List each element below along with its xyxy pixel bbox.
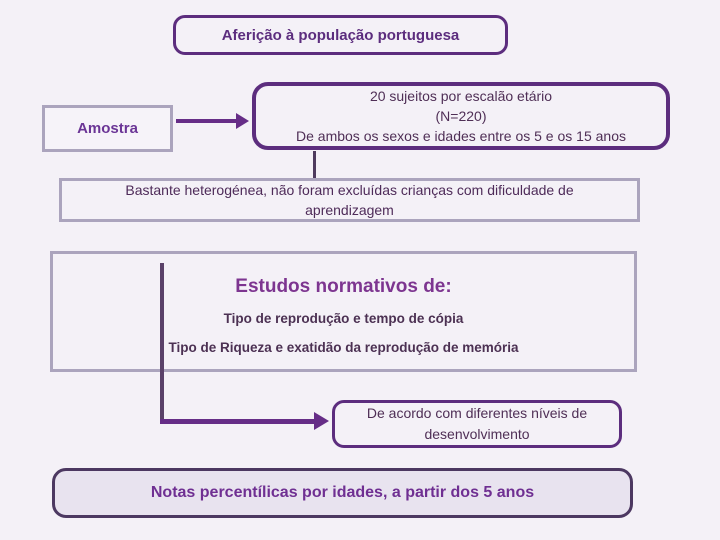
normative-item-2: Tipo de Riqueza e exatidão da reprodução… (168, 340, 519, 355)
heterogeneous-text: Bastante heterogénea, não foram excluída… (125, 182, 574, 218)
sample-description-box: 20 sujeitos por escalão etário (N=220) D… (252, 82, 670, 150)
normative-item-1: Tipo de reprodução e tempo de cópia (223, 311, 464, 326)
amostra-label: Amostra (77, 120, 138, 137)
amostra-box: Amostra (42, 105, 173, 152)
percentile-notes-box: Notas percentílicas por idades, a partir… (52, 468, 633, 518)
normative-studies-box (50, 251, 637, 372)
connector-sample-to-heterogeneous (313, 151, 316, 178)
elbow-connector-line (160, 419, 316, 424)
connector-vertical-line (160, 263, 164, 423)
slide-title: Aferição à população portuguesa (221, 26, 460, 44)
arrow-amostra-to-sample-line (176, 119, 237, 123)
sample-line-1: 20 sujeitos por escalão etário (369, 88, 553, 104)
development-text: De acordo com diferentes níveis de desen… (366, 405, 588, 442)
sample-line-2: (N=220) (435, 108, 487, 124)
development-levels-box: De acordo com diferentes níveis de desen… (332, 400, 622, 448)
arrow-right-icon (236, 113, 249, 129)
arrow-right-icon (314, 412, 329, 430)
notes-text: Notas percentílicas por idades, a partir… (150, 484, 535, 501)
heterogeneous-box: Bastante heterogénea, não foram excluída… (59, 178, 640, 222)
normative-studies-title: Estudos normativos de: (235, 276, 452, 297)
sample-line-3: De ambos os sexos e idades entre os 5 e … (296, 128, 626, 144)
title-box: Aferição à população portuguesa (173, 15, 508, 55)
